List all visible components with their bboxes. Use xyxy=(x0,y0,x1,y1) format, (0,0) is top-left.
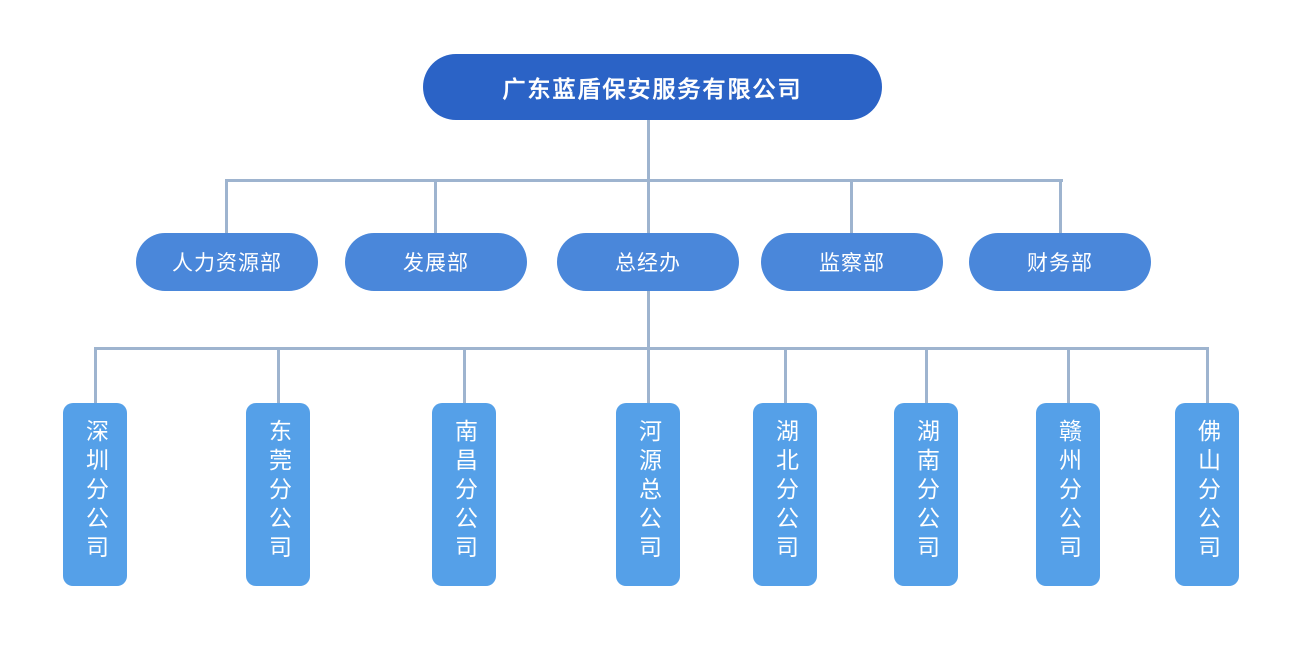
dept-label: 监察部 xyxy=(819,252,885,275)
connector-dept-drop xyxy=(850,179,853,233)
connector-branch-drop xyxy=(647,347,650,403)
branch-node-shenzhen: 深圳分公司 xyxy=(63,403,127,586)
branch-node-hunan: 湖南分公司 xyxy=(894,403,958,586)
connector-dept-drop xyxy=(1059,179,1062,233)
dept-label: 总经办 xyxy=(615,252,681,275)
connector-branch-drop xyxy=(925,347,928,403)
connector-dept-drop xyxy=(434,179,437,233)
dept-node-finance: 财务部 xyxy=(969,233,1151,291)
connector-branch-drop xyxy=(1206,347,1209,403)
branch-label: 南昌分公司 xyxy=(451,419,478,564)
connector-branch-drop xyxy=(463,347,466,403)
branch-node-dongguan: 东莞分公司 xyxy=(246,403,310,586)
connector-branch-rail xyxy=(94,347,1209,350)
connector-branch-drop xyxy=(94,347,97,403)
connector-root-stub xyxy=(647,120,650,182)
connector-branch-stub xyxy=(647,291,650,350)
dept-node-development: 发展部 xyxy=(345,233,527,291)
dept-node-general-manager-office: 总经办 xyxy=(557,233,739,291)
connector-branch-drop xyxy=(784,347,787,403)
connector-branch-drop xyxy=(277,347,280,403)
branch-label: 赣州分公司 xyxy=(1055,419,1082,564)
branch-label: 深圳分公司 xyxy=(82,419,109,564)
branch-label: 湖北分公司 xyxy=(772,419,799,564)
branch-node-nanchang: 南昌分公司 xyxy=(432,403,496,586)
dept-node-hr: 人力资源部 xyxy=(136,233,318,291)
connector-branch-drop xyxy=(1067,347,1070,403)
connector-dept-rail xyxy=(225,179,1063,182)
connector-dept-drop xyxy=(225,179,228,233)
branch-label: 佛山分公司 xyxy=(1194,419,1221,564)
root-company-label: 广东蓝盾保安服务有限公司 xyxy=(502,76,803,102)
dept-label: 人力资源部 xyxy=(172,252,282,275)
branch-node-ganzhou: 赣州分公司 xyxy=(1036,403,1100,586)
branch-label: 河源总公司 xyxy=(635,419,662,564)
dept-node-supervision: 监察部 xyxy=(761,233,943,291)
connector-dept-drop xyxy=(647,179,650,233)
dept-label: 发展部 xyxy=(403,252,469,275)
branch-node-foshan: 佛山分公司 xyxy=(1175,403,1239,586)
branch-label: 湖南分公司 xyxy=(913,419,940,564)
dept-label: 财务部 xyxy=(1027,252,1093,275)
branch-node-heyuan-hq: 河源总公司 xyxy=(616,403,680,586)
root-company-node: 广东蓝盾保安服务有限公司 xyxy=(423,54,882,120)
branch-label: 东莞分公司 xyxy=(265,419,292,564)
branch-node-hubei: 湖北分公司 xyxy=(753,403,817,586)
